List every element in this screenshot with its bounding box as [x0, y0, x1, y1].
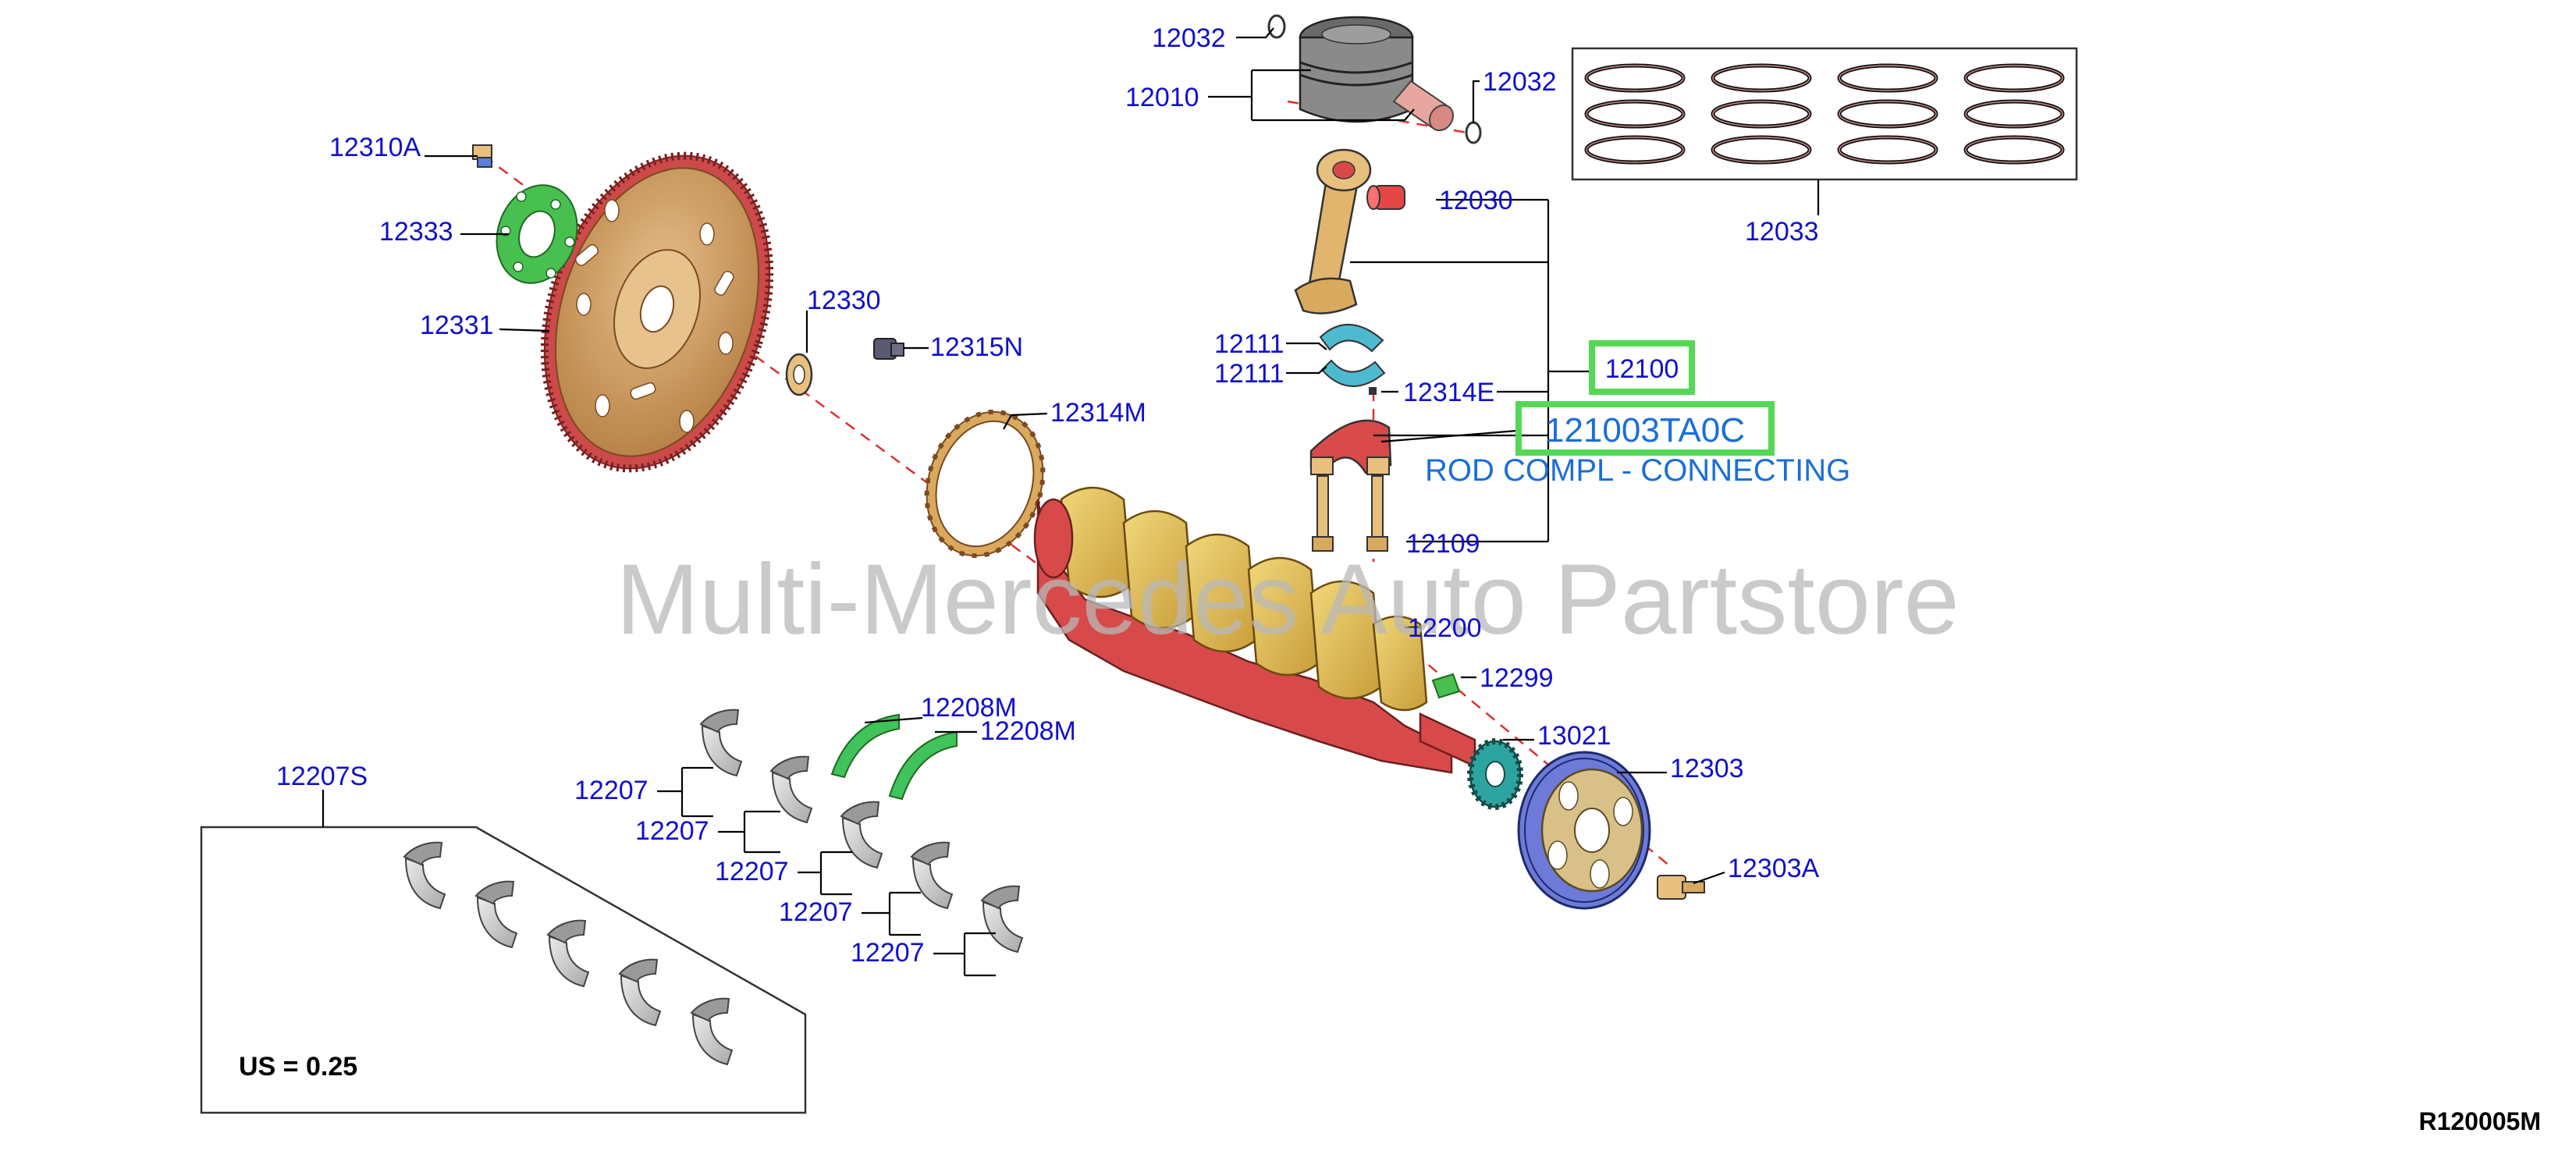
callout-12314m[interactable]: 12314M	[1050, 398, 1146, 428]
callout-12032-top[interactable]: 12032	[1152, 23, 1226, 53]
callout-12299[interactable]: 12299	[1480, 663, 1554, 693]
main-bearing-5	[981, 885, 1023, 953]
rod-bolt-right	[1366, 475, 1388, 552]
callout-12303[interactable]: 12303	[1670, 754, 1744, 783]
callout-12010[interactable]: 12010	[1125, 83, 1199, 112]
callout-12333[interactable]: 12333	[379, 217, 453, 247]
highlight-description: ROD COMPL - CONNECTING	[1425, 453, 1850, 488]
callout-12109[interactable]: 12109	[1406, 529, 1480, 559]
crankshaft	[1033, 486, 1476, 774]
main-bearing-1	[700, 709, 742, 776]
callout-12200[interactable]: 12200	[1408, 613, 1482, 643]
rod-dowel	[1369, 387, 1377, 395]
flywheel-reinforcement-plate	[496, 184, 578, 284]
callout-12208m-b[interactable]: 12208M	[980, 716, 1076, 746]
rod-cap	[1309, 419, 1392, 475]
main-bearing-2	[770, 755, 812, 823]
crank-sprocket	[1467, 738, 1523, 810]
callout-12111-lower[interactable]: 12111	[1214, 359, 1284, 389]
callout-12033[interactable]: 12033	[1745, 217, 1819, 247]
sensor-plate-bolt	[873, 338, 904, 360]
piston-pin-clip-right	[1465, 121, 1482, 144]
highlight-ref-label: 12100	[1605, 354, 1679, 384]
rod-bearing-lower	[1320, 359, 1386, 388]
main-bearing-3	[840, 801, 883, 868]
callout-12303a[interactable]: 12303A	[1728, 854, 1820, 883]
callout-12207-2[interactable]: 12207	[635, 816, 709, 846]
callout-13021[interactable]: 13021	[1537, 721, 1611, 751]
crank-pulley	[1517, 751, 1651, 910]
piston	[1299, 16, 1414, 123]
signal-plate	[924, 409, 1046, 559]
highlight-part-number: 121003TA0C	[1545, 411, 1745, 449]
main-bearing-4	[911, 841, 953, 909]
thrust-washer-b	[888, 730, 958, 801]
callout-12331[interactable]: 12331	[420, 311, 494, 340]
piston-pin	[1392, 80, 1455, 132]
crank-key	[1431, 673, 1461, 699]
piston-ring-set	[1571, 47, 2078, 181]
pilot-bushing	[785, 353, 813, 396]
rod-bearing-upper	[1319, 324, 1384, 353]
flywheel	[540, 151, 774, 473]
pulley-bolt	[1657, 875, 1705, 900]
callout-12207-5[interactable]: 12207	[851, 938, 925, 968]
callout-12208m-a[interactable]: 12208M	[921, 693, 1017, 723]
callout-12207-3[interactable]: 12207	[715, 857, 789, 886]
thrust-washer-a	[830, 713, 900, 779]
bearing-set-note: US = 0.25	[239, 1052, 357, 1082]
callout-12032-right[interactable]: 12032	[1483, 67, 1557, 97]
callout-12030[interactable]: 12030	[1439, 186, 1513, 215]
callout-12207-1[interactable]: 12207	[574, 776, 648, 805]
callout-12330[interactable]: 12330	[807, 286, 881, 315]
rod-bolt-left	[1312, 475, 1334, 552]
callout-12207-4[interactable]: 12207	[779, 897, 853, 927]
callout-labels: 12032 12010 12032 12033 12310A 12333 123…	[276, 23, 1820, 968]
highlight-ref-box[interactable]: 12100	[1589, 340, 1695, 395]
watermark: Multi-Mercedes Auto Partstore	[616, 544, 1960, 655]
highlight-part-number-box[interactable]: 121003TA0C	[1515, 401, 1775, 456]
leader-lines	[322, 27, 1820, 977]
connecting-rod	[1294, 148, 1372, 314]
piston-pin-clip-top	[1267, 14, 1286, 39]
callout-12314e[interactable]: 12314E	[1403, 378, 1494, 407]
callout-12310a[interactable]: 12310A	[329, 133, 421, 162]
callout-12315n[interactable]: 12315N	[930, 332, 1023, 362]
callout-12207s[interactable]: 12207S	[276, 762, 368, 791]
callout-12111-upper[interactable]: 12111	[1214, 329, 1284, 359]
rod-bushing	[1366, 185, 1405, 210]
undersize-bearing-set	[200, 826, 807, 1114]
diagram-code: R120005M	[2418, 1107, 2541, 1135]
